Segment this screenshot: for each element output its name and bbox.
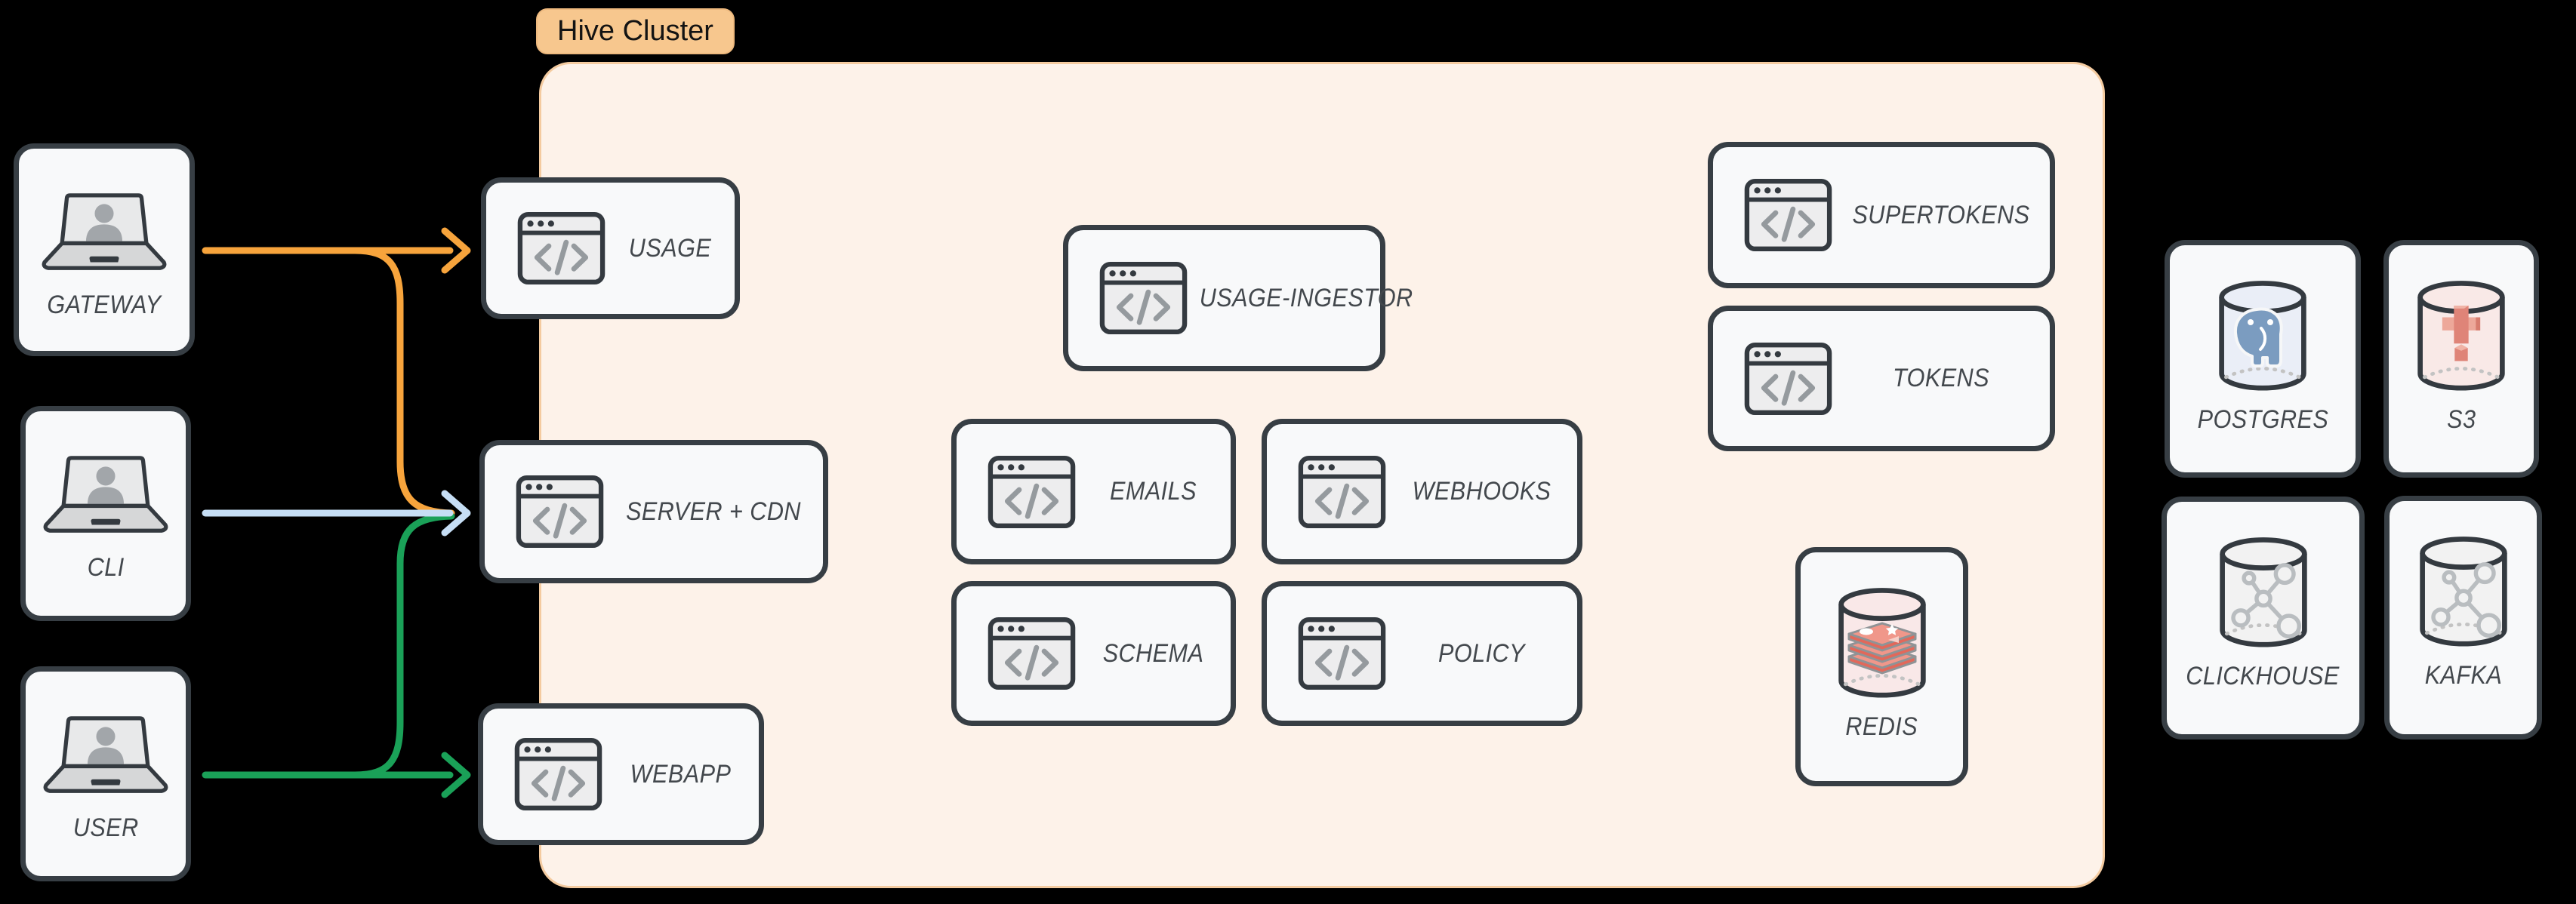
arrow-user-to-webapp xyxy=(202,752,471,798)
node-label-policy: POLICY xyxy=(1438,638,1525,668)
node-label-supertokens: SUPERTOKENS xyxy=(1852,200,2030,229)
node-kafka: KAFKA xyxy=(2384,496,2542,739)
redis-logo-icon xyxy=(1846,622,1918,682)
laptop-user-icon xyxy=(26,454,186,537)
node-cli: CLI xyxy=(20,406,191,621)
code-window-icon xyxy=(1298,617,1386,690)
node-server-cdn: SERVER + CDN xyxy=(479,440,828,583)
node-label-tokens: TOKENS xyxy=(1893,364,1989,392)
node-usage-ingestor: USAGE-INGESTOR xyxy=(1063,225,1413,371)
code-window-icon xyxy=(988,617,1076,690)
node-policy: POLICY xyxy=(1262,581,1582,726)
laptop-user-icon xyxy=(26,714,186,797)
node-usage: USAGE xyxy=(481,177,740,319)
postgres-elephant-icon xyxy=(2232,307,2293,371)
node-schema: SCHEMA xyxy=(951,581,1236,726)
code-window-icon xyxy=(514,737,602,811)
node-label-kafka: KAFKA xyxy=(2424,661,2502,690)
cluster-label: Hive Cluster xyxy=(536,8,735,54)
node-label-postgres: POSTGRES xyxy=(2197,405,2328,434)
node-webhooks: WEBHOOKS xyxy=(1262,419,1582,564)
node-label-server-cdn: SERVER + CDN xyxy=(626,497,801,526)
node-label-emails: EMAILS xyxy=(1110,477,1197,506)
code-window-icon xyxy=(988,455,1076,529)
code-window-icon xyxy=(516,475,604,549)
node-label-redis: REDIS xyxy=(1845,712,1918,741)
node-user: USER xyxy=(20,666,191,881)
node-s3: S3 xyxy=(2383,240,2539,478)
arrow-gateway-to-server-cdn xyxy=(351,247,455,517)
code-window-icon xyxy=(1099,261,1188,335)
laptop-user-icon xyxy=(24,191,184,274)
node-cluster-icon xyxy=(2426,555,2501,638)
node-emails: EMAILS xyxy=(951,419,1236,564)
cluster-label-text: Hive Cluster xyxy=(557,15,713,47)
code-window-icon xyxy=(1298,455,1386,529)
node-label-webapp: WEBAPP xyxy=(630,759,732,789)
node-label-schema: SCHEMA xyxy=(1102,638,1204,668)
arrow-cli-to-server-cdn xyxy=(202,490,471,537)
code-window-icon xyxy=(1744,342,1832,416)
node-cluster-icon xyxy=(2226,556,2301,638)
node-label-webhooks: WEBHOOKS xyxy=(1412,477,1551,506)
node-label-gateway: GATEWAY xyxy=(47,291,162,319)
arrow-user-to-server-cdn xyxy=(351,512,455,779)
arrow-gateway-to-usage xyxy=(202,227,471,274)
node-webapp: WEBAPP xyxy=(478,703,764,845)
s3-bucket-icon xyxy=(2439,306,2483,364)
node-postgres: POSTGRES xyxy=(2165,240,2361,478)
node-label-s3: S3 xyxy=(2446,405,2476,434)
node-redis: REDIS xyxy=(1795,547,1968,786)
code-window-icon xyxy=(1744,178,1832,252)
node-label-user: USER xyxy=(72,813,139,842)
node-label-usage: USAGE xyxy=(628,233,712,263)
code-window-icon xyxy=(517,211,605,285)
node-tokens: TOKENS xyxy=(1708,306,2055,451)
node-label-cli: CLI xyxy=(87,553,125,582)
node-label-usage-ingestor: USAGE-INGESTOR xyxy=(1199,283,1413,312)
node-supertokens: SUPERTOKENS xyxy=(1708,142,2055,288)
node-clickhouse: CLICKHOUSE xyxy=(2162,497,2365,739)
node-gateway: GATEWAY xyxy=(14,143,195,356)
node-label-clickhouse: CLICKHOUSE xyxy=(2186,662,2340,690)
